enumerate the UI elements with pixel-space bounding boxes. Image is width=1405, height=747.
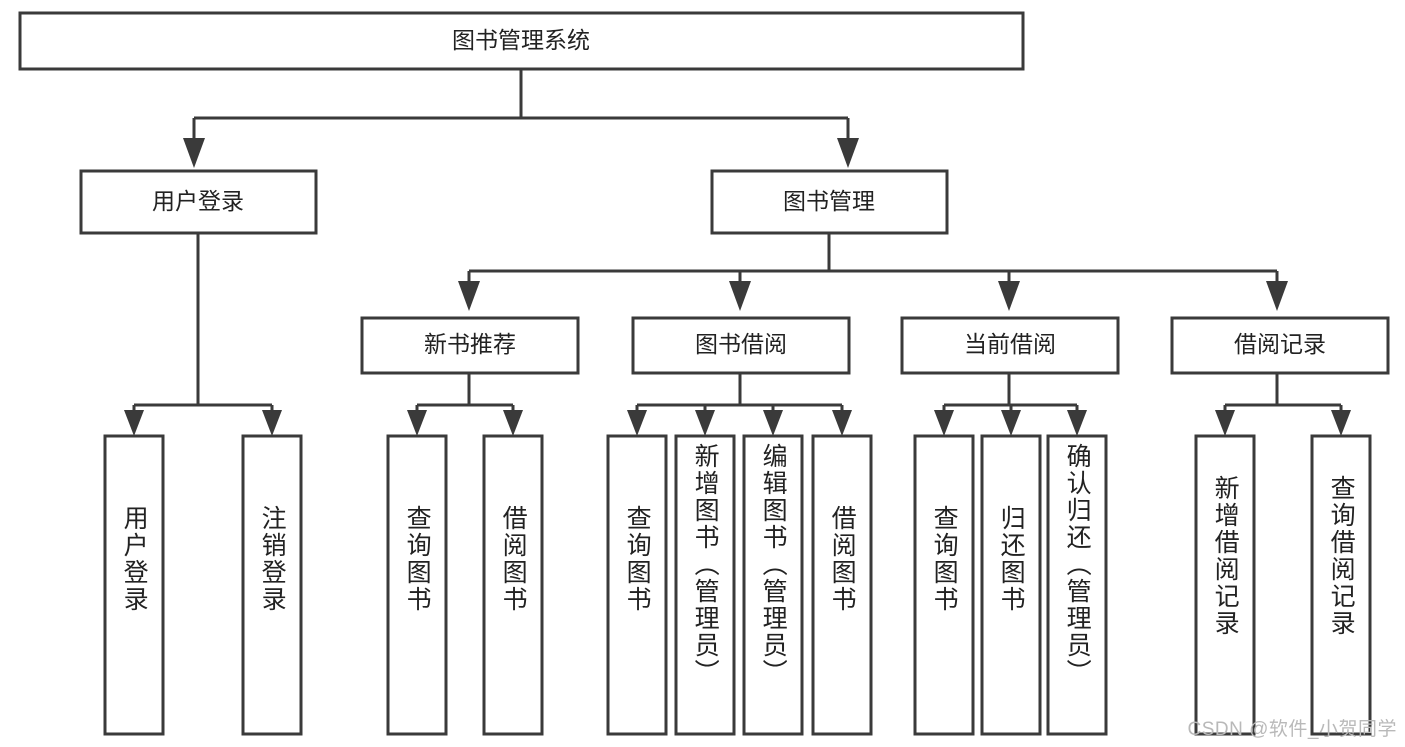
node-label: 借阅记录 [1234, 331, 1326, 357]
leaf-box-current-return[interactable] [980, 434, 1042, 736]
arrowhead-icon [1001, 410, 1021, 436]
node-borrow-record[interactable]: 借阅记录 [1170, 316, 1390, 375]
leaf-boxes [103, 434, 1372, 736]
leaf-box-record-add[interactable] [1194, 434, 1256, 736]
node-box[interactable] [360, 316, 580, 375]
leaf-box-user-login[interactable] [103, 434, 165, 736]
leaf-box-borrow-add[interactable] [674, 434, 736, 736]
node-box[interactable] [18, 11, 1025, 71]
arrowhead-icon [695, 410, 715, 436]
arrowhead-icon [627, 410, 647, 436]
arrowhead-icon [262, 410, 282, 436]
arrowhead-icon [1266, 281, 1288, 311]
node-label: 图书借阅 [695, 331, 787, 357]
node-book-management[interactable]: 图书管理 [710, 169, 949, 235]
connector-userlogin-to-leaves [124, 233, 282, 436]
arrowhead-icon [998, 281, 1020, 311]
node-box[interactable] [631, 316, 851, 375]
node-box[interactable] [900, 316, 1120, 375]
connector-newbook-to-leaves [407, 373, 523, 436]
arrowhead-icon [1215, 410, 1235, 436]
leaf-box-borrow-edit[interactable] [742, 434, 804, 736]
arrowhead-icon [407, 410, 427, 436]
connector-borrowrecord-to-leaves [1215, 373, 1351, 436]
connector-root-to-level2 [183, 69, 859, 168]
node-box[interactable] [79, 169, 318, 235]
node-current-borrow[interactable]: 当前借阅 [900, 316, 1120, 375]
node-label: 图书管理 [783, 188, 875, 214]
connector-bookborrow-to-leaves [627, 373, 852, 436]
leaf-box-newbook-borrow[interactable] [482, 434, 544, 736]
node-label: 图书管理系统 [452, 27, 590, 53]
node-user-login[interactable]: 用户登录 [79, 169, 318, 235]
leaf-box-borrow-query[interactable] [606, 434, 668, 736]
arrowhead-icon [1331, 410, 1351, 436]
node-box[interactable] [710, 169, 949, 235]
arrowhead-icon [1067, 410, 1087, 436]
node-label: 当前借阅 [964, 331, 1056, 357]
arrowhead-icon [183, 138, 205, 168]
arrowhead-icon [837, 138, 859, 168]
connector-currentborrow-to-leaves [934, 373, 1087, 436]
arrowhead-icon [763, 410, 783, 436]
arrowhead-icon [124, 410, 144, 436]
connector-bookmgmt-to-level3 [458, 233, 1288, 311]
csdn-watermark: CSDN @软件_小贺同学 [1187, 719, 1397, 740]
leaf-box-current-confirm[interactable] [1046, 434, 1108, 736]
node-label: 新书推荐 [424, 331, 516, 357]
leaf-box-current-query[interactable] [913, 434, 975, 736]
arrowhead-icon [729, 281, 751, 311]
leaf-box-borrow-lend[interactable] [811, 434, 873, 736]
arrowhead-icon [832, 410, 852, 436]
arrowhead-icon [934, 410, 954, 436]
node-box[interactable] [1170, 316, 1390, 375]
node-book-borrow[interactable]: 图书借阅 [631, 316, 851, 375]
node-new-book-recommend[interactable]: 新书推荐 [360, 316, 580, 375]
node-root-system[interactable]: 图书管理系统 [18, 11, 1025, 71]
arrowhead-icon [458, 281, 480, 311]
node-label: 用户登录 [152, 188, 244, 214]
leaf-box-record-query[interactable] [1310, 434, 1372, 736]
leaf-box-user-logout[interactable] [241, 434, 303, 736]
arrowhead-icon [503, 410, 523, 436]
leaf-box-newbook-query[interactable] [386, 434, 448, 736]
